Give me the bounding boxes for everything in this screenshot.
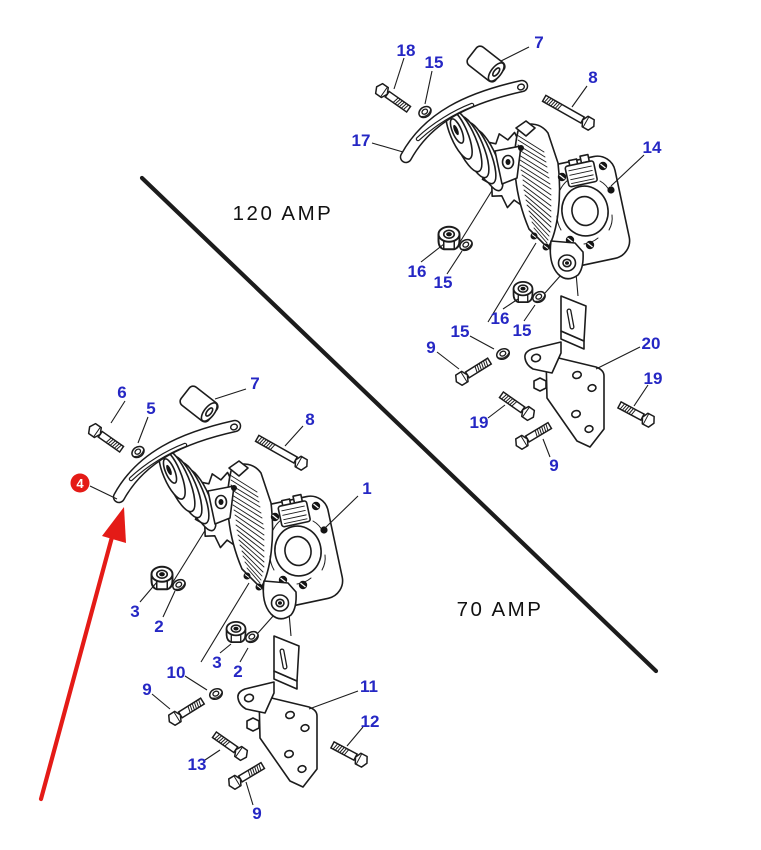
callout-120-8: 8: [588, 68, 597, 87]
callout-120-9b: 9: [549, 456, 558, 475]
callout-70-2b: 2: [233, 662, 242, 681]
callout-120-7: 7: [534, 33, 543, 52]
callout-120-17: 17: [352, 131, 371, 150]
callout-120-15d: 15: [451, 322, 470, 341]
callouts-70amp: 7 6 5 8 1 3 2 3 2 10 9 11 12 13 9: [117, 374, 379, 823]
callout-70-7: 7: [250, 374, 259, 393]
callout-70-3b: 3: [212, 653, 221, 672]
callout-120-19a: 19: [644, 369, 663, 388]
callout-70-9b: 9: [252, 804, 261, 823]
callout-120-16b: 16: [491, 309, 510, 328]
callout-120-19b: 19: [470, 413, 489, 432]
divider-line: [139, 175, 659, 674]
leader-lines-70amp: [89, 388, 364, 806]
alternator-assembly-120amp: [373, 44, 657, 451]
callout-120-14: 14: [643, 138, 662, 157]
callout-120-9a: 9: [426, 338, 435, 357]
callout-120-15b: 15: [434, 273, 453, 292]
callout-120-20: 20: [642, 334, 661, 353]
callout-120-18: 18: [397, 41, 416, 60]
callout-70-2a: 2: [154, 617, 163, 636]
callouts-120amp: 18 15 7 8 17 14 16 15 16 15 15 9 20 19 1…: [352, 33, 663, 475]
section-label-120amp: 120 AMP: [233, 202, 334, 225]
callout-70-4: 4: [76, 476, 84, 491]
badge-circle: [70, 473, 90, 493]
callout-120-16a: 16: [408, 262, 427, 281]
leader-lines-120amp: [371, 46, 649, 458]
callout-70-8: 8: [305, 410, 314, 429]
callout-70-5: 5: [146, 399, 155, 418]
alternator-assembly-70amp: [86, 384, 370, 791]
callout-70-12: 12: [361, 712, 380, 731]
callout-70-10: 10: [167, 663, 186, 682]
callout-120-15a: 15: [425, 53, 444, 72]
callout-70-6: 6: [117, 383, 126, 402]
section-label-70amp: 70 AMP: [457, 598, 544, 621]
callout-70-13: 13: [188, 755, 207, 774]
callout-70-1: 1: [362, 479, 371, 498]
highlight-badge-item-4: 4: [70, 473, 90, 493]
callout-70-9a: 9: [142, 680, 151, 699]
callout-70-11: 11: [360, 677, 378, 696]
highlight-arrow: [38, 507, 126, 802]
callout-70-3a: 3: [130, 602, 139, 621]
callout-120-15c: 15: [513, 321, 532, 340]
